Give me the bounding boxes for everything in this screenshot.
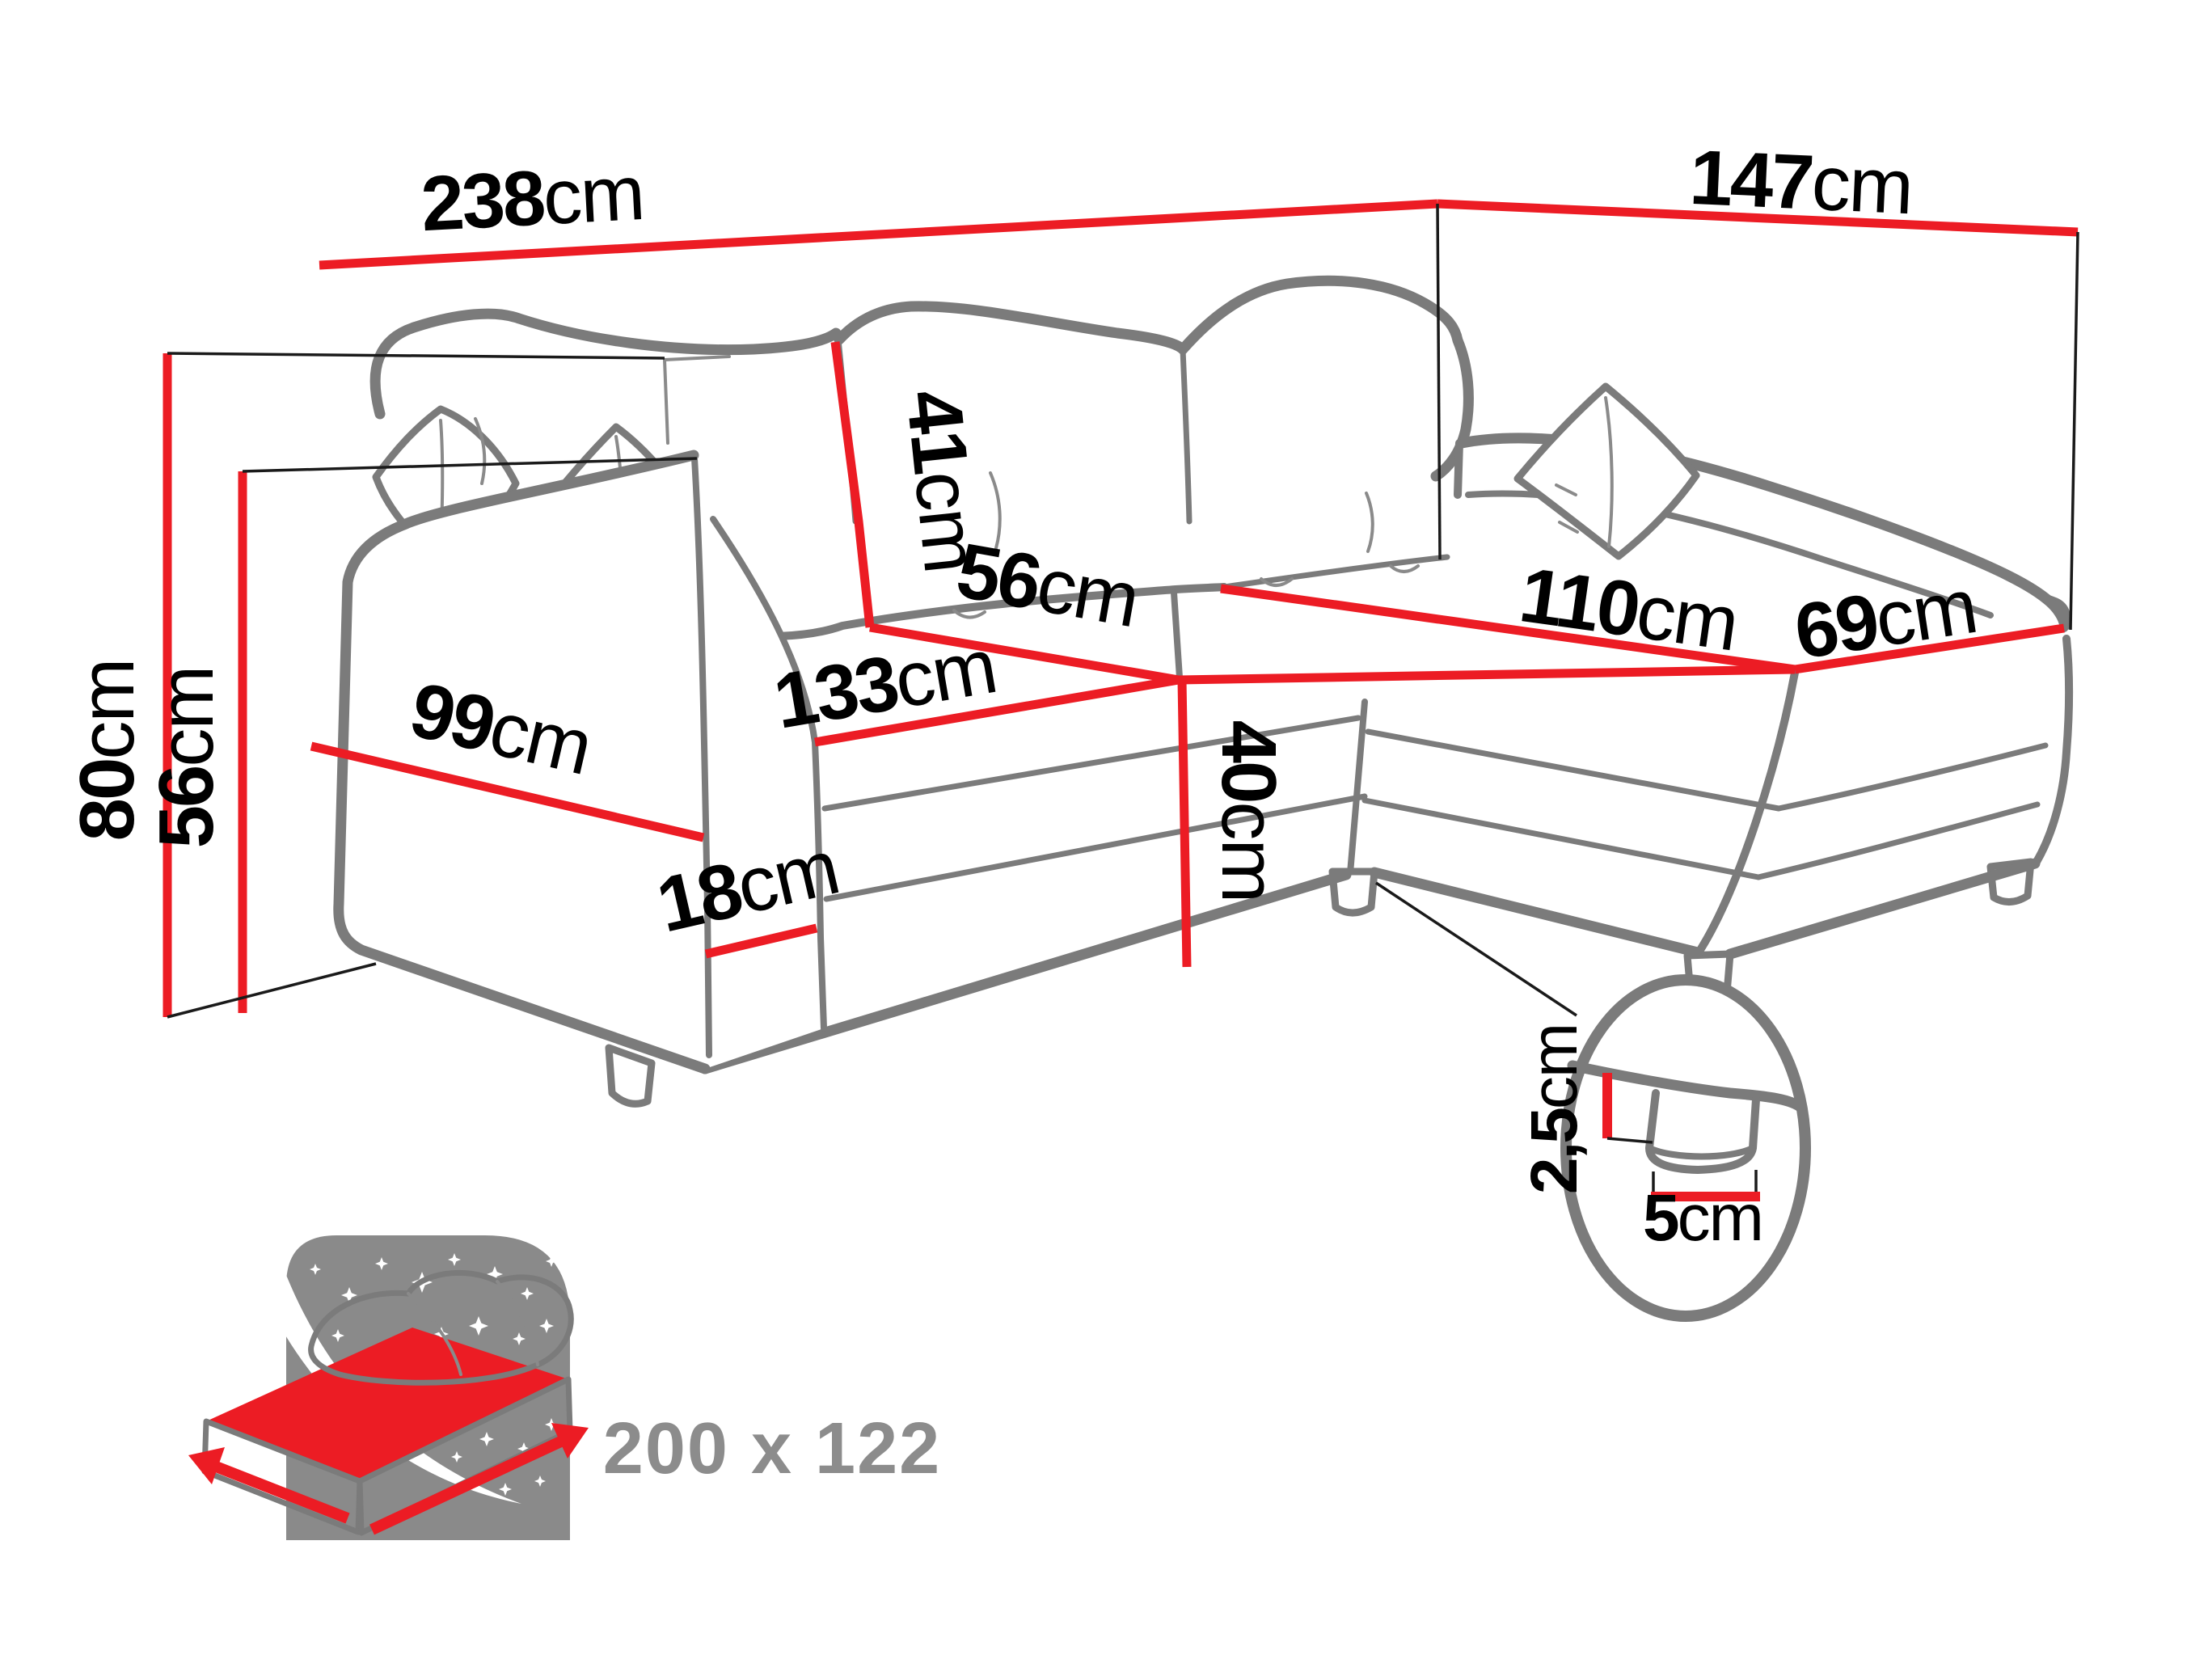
front-skirt-seam-2: [823, 793, 1368, 902]
star-icon: [451, 1451, 462, 1463]
label-seat-front-width: 133cm: [768, 623, 1002, 745]
sofa-foot-left: [605, 1044, 656, 1108]
detail-leg-shape: [1645, 1089, 1760, 1174]
chaise-front-corner-edge: [1696, 669, 1799, 954]
star-icon: [517, 1442, 530, 1455]
star-icon: [546, 1256, 557, 1267]
right-armrest-left-edge: [1454, 439, 1463, 499]
label-backrest-height: 56cm: [143, 667, 230, 849]
leg-detail-magnifier: [1560, 974, 1811, 1322]
dimension-lines: [163, 199, 2079, 1017]
helper-height-bottom: [167, 962, 377, 1019]
back-cushions-outline: [369, 275, 1474, 482]
star-icon: [534, 1475, 546, 1487]
throw-pillow-right-crease: [1555, 396, 1614, 548]
sofa-illustration: [333, 275, 2073, 1108]
chaise-right-edge: [2033, 635, 2073, 866]
label-leg-width: 5cm: [1643, 1181, 1762, 1255]
label-total-height: 80cm: [64, 660, 150, 842]
bed-size-arrow-left: [188, 1447, 350, 1524]
star-icon: [487, 1266, 503, 1282]
label-bed-size: 200 x 122: [603, 1408, 941, 1489]
sofa-body-fill: [705, 628, 2069, 1069]
seat-back-edge-right: [1221, 554, 1450, 590]
corner-edge: [1347, 699, 1368, 876]
dim-line-chaise-width: [1794, 623, 2065, 674]
chaise-right-seam-1: [1775, 742, 2049, 812]
magnifier-circle-icon: [1560, 974, 1811, 1322]
label-chaise-width: 69cm: [1789, 563, 1982, 676]
star-icon: [375, 1257, 388, 1270]
star-icon: [513, 1332, 526, 1345]
star-icon: [448, 1253, 461, 1266]
label-seat-height: 40cm: [1205, 720, 1292, 902]
chaise-left-seam-2: [1361, 797, 1762, 880]
helper-height-top: [167, 352, 665, 360]
sofa-bottom-edge-chaise-right: [1724, 858, 2041, 960]
star-icon: [539, 1319, 554, 1333]
bed-pillows: [308, 1269, 574, 1386]
sofa-foot-corner: [1328, 867, 1378, 917]
star-icon: [479, 1432, 494, 1446]
left-armrest-outline: [333, 450, 711, 1074]
front-skirt-seam-1: [821, 715, 1361, 812]
dim-line-total-depth: [1437, 199, 2079, 237]
dim-line-seat-depth: [869, 623, 1180, 685]
dim-line-seat-seam: [1178, 665, 1796, 685]
cushion-creases: [474, 417, 1374, 553]
throw-pillow-right: [1513, 382, 1700, 560]
dim-line-armrest-depth: [310, 741, 705, 842]
back-cushion-seam-right: [1180, 347, 1193, 525]
label-leg-height: 2,5cm: [1518, 1024, 1591, 1194]
label-chaise-length: 110cm: [1514, 551, 1742, 668]
sofa-bottom-edge-main: [699, 869, 1352, 1074]
detail-leg-bottom-curve: [1646, 1145, 1756, 1160]
dim-line-armrest-base: [704, 923, 818, 959]
helper-backrest-top: [242, 457, 698, 473]
dim-line-chaise-length: [1220, 584, 1796, 674]
dimension-labels: 238cm 147cm 80cm 56cm 41cm 56cm 133cm 40…: [64, 134, 1982, 1255]
sleeping-function-icon: 200 x 122: [188, 1235, 941, 1540]
dim-line-total-width: [319, 199, 1438, 270]
star-icon: [310, 1264, 321, 1275]
star-icon: [545, 1418, 558, 1431]
star-icon: [341, 1287, 357, 1303]
label-total-depth: 147cm: [1688, 134, 1914, 230]
label-back-cushion-height: 41cm: [889, 386, 994, 576]
seat-cushion-seam: [1171, 589, 1183, 681]
star-icon: [521, 1287, 534, 1300]
label-seat-depth: 56cm: [951, 527, 1145, 644]
bed-mattress-top: [206, 1328, 568, 1481]
magnifier-pointer-line: [1375, 881, 1577, 1017]
label-total-width: 238cm: [419, 150, 645, 247]
dim-line-seat-front-width: [814, 675, 1180, 747]
bed-size-arrow-right: [369, 1423, 589, 1535]
dim-line-seat-height: [1177, 679, 1192, 968]
sofa-bottom-edge-chaise-left: [1369, 867, 1703, 958]
chaise-left-seam-1: [1365, 728, 1782, 812]
chaise-right-seam-2: [1755, 801, 2041, 880]
backrest-panel-edge: [663, 355, 731, 445]
helper-right-vertical: [2069, 231, 2079, 631]
star-icon: [331, 1329, 344, 1342]
helper-corner-vertical: [1436, 203, 1442, 560]
seat-surface-fill: [674, 547, 2066, 742]
bed-pillows-crease: [407, 1280, 539, 1376]
dim-line-back-cushion: [830, 341, 875, 628]
helper-lines: [167, 203, 2079, 1019]
star-icon: [499, 1483, 512, 1496]
star-icon: [469, 1316, 488, 1336]
left-armrest-front-edge: [691, 455, 712, 1058]
leg-detail-helper-lines: [1606, 1137, 1758, 1195]
